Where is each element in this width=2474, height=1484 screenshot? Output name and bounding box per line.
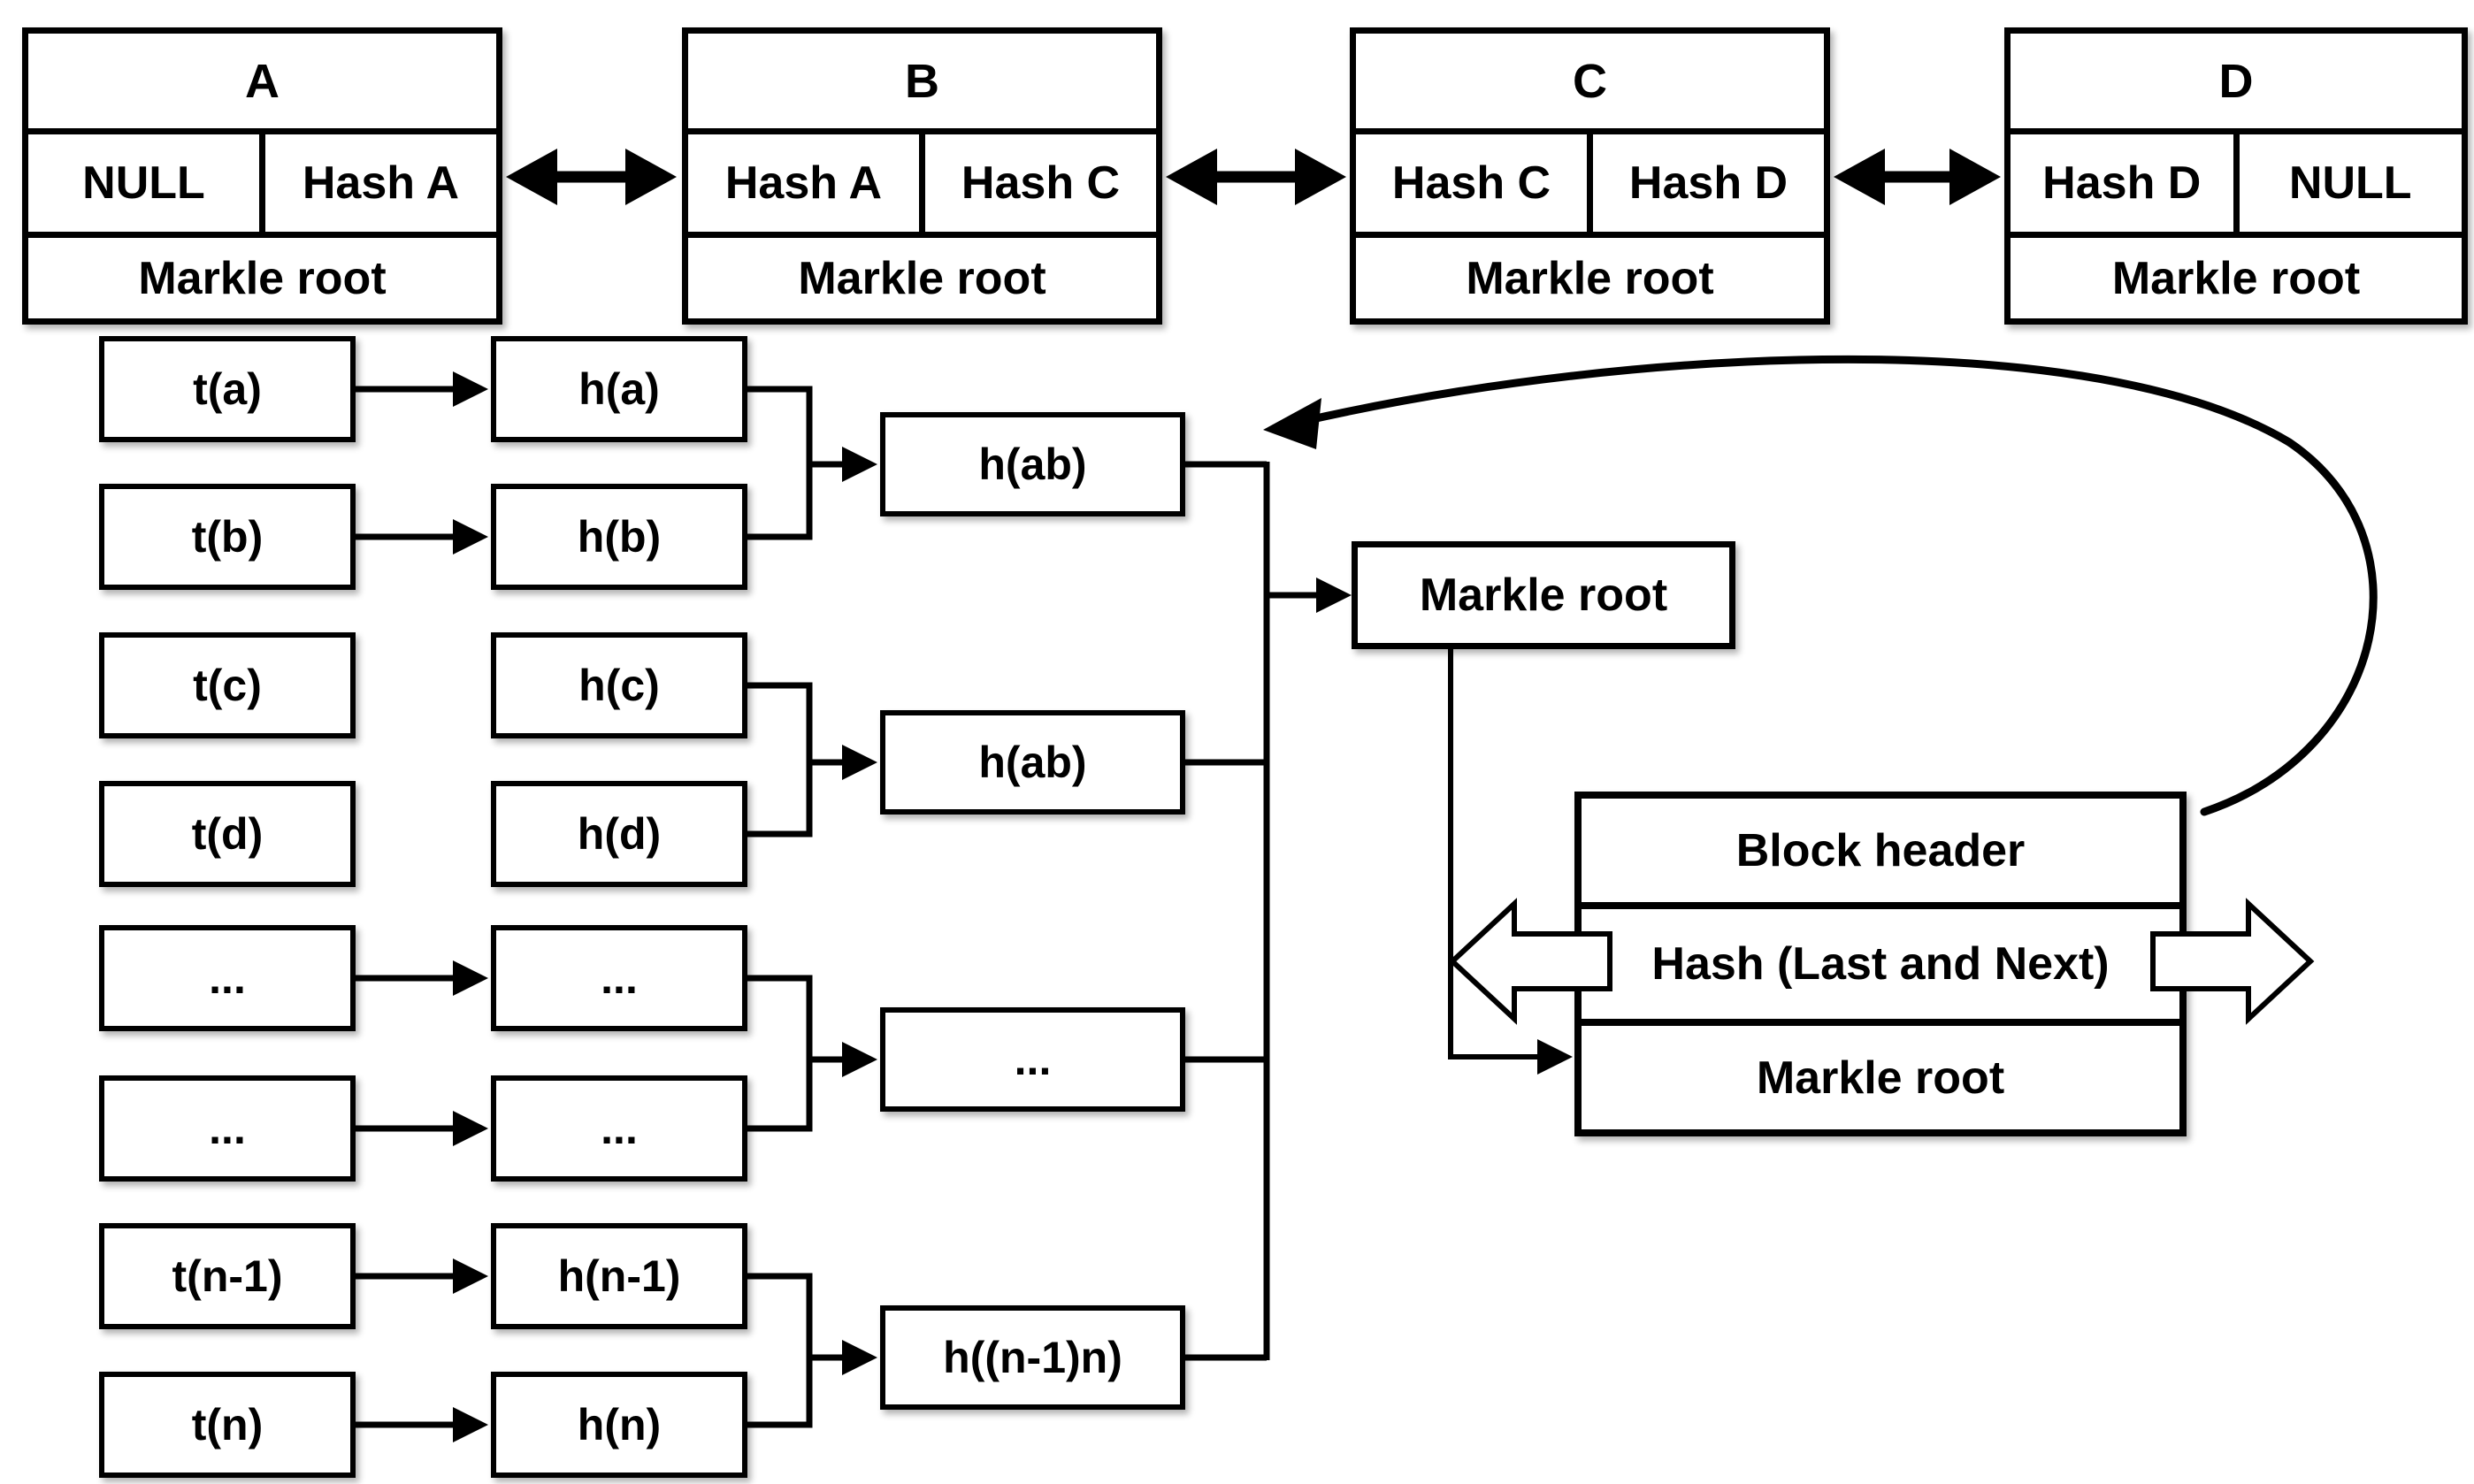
block-title: A bbox=[28, 34, 496, 134]
trunk-to-root-arrow bbox=[1267, 578, 1352, 613]
block-header-row: Block header bbox=[1582, 799, 2179, 909]
chain-block-b: B Hash A Hash C Markle root bbox=[682, 27, 1162, 325]
transaction-box: t(n) bbox=[99, 1372, 356, 1478]
next-hash-cell: Hash D bbox=[1628, 157, 1788, 209]
merkle-root-box: Markle root bbox=[1352, 541, 1735, 649]
block-title: D bbox=[2011, 34, 2462, 134]
root-to-header-connector bbox=[1448, 649, 1573, 1075]
trunk-line bbox=[1185, 461, 1270, 1361]
next-hash-cell: Hash A bbox=[302, 157, 460, 209]
transaction-box: ... bbox=[99, 925, 356, 1031]
leaf-hash-box: h(n) bbox=[491, 1372, 747, 1478]
next-hash-cell: NULL bbox=[2288, 157, 2412, 209]
leaf-hash-box: h(a) bbox=[491, 336, 747, 442]
transaction-box: t(c) bbox=[99, 632, 356, 738]
block-header-box: Block header Hash (Last and Next) Markle… bbox=[1574, 792, 2187, 1136]
prev-hash-cell: NULL bbox=[28, 134, 265, 232]
transaction-box: ... bbox=[99, 1075, 356, 1182]
leaf-hash-box: h(n-1) bbox=[491, 1223, 747, 1329]
leaf-hash-box: h(b) bbox=[491, 484, 747, 590]
chain-link-arrow bbox=[506, 149, 677, 205]
prev-hash-cell: Hash C bbox=[1356, 134, 1593, 232]
chain-link-arrow bbox=[1166, 149, 1346, 205]
transaction-box: t(a) bbox=[99, 336, 356, 442]
pair-hash-box: h((n-1)n) bbox=[880, 1305, 1185, 1410]
leaf-hash-box: h(d) bbox=[491, 781, 747, 887]
leaf-hash-box: h(c) bbox=[491, 632, 747, 738]
transaction-box: t(b) bbox=[99, 484, 356, 590]
pair-hash-box: h(ab) bbox=[880, 412, 1185, 516]
leaf-hash-box: ... bbox=[491, 925, 747, 1031]
tx-to-hash-arrow bbox=[356, 371, 488, 1442]
merkle-root-row: Markle root bbox=[1756, 1052, 2005, 1104]
merkle-root-cell: Markle root bbox=[2111, 252, 2361, 304]
merkle-root-cell: Markle root bbox=[1466, 252, 1714, 304]
pair-hash-box: ... bbox=[880, 1007, 1185, 1112]
chain-block-a: A NULL Hash A Markle root bbox=[22, 27, 502, 325]
prev-hash-cell: Hash A bbox=[688, 134, 925, 232]
hash-last-next-row: Hash (Last and Next) bbox=[1582, 909, 2179, 1026]
transaction-box: t(n-1) bbox=[99, 1223, 356, 1329]
prev-hash-cell: Hash D bbox=[2011, 134, 2240, 232]
next-hash-cell: Hash C bbox=[961, 157, 1121, 209]
merkle-root-cell: Markle root bbox=[138, 252, 387, 304]
pair-bracket bbox=[747, 386, 813, 1428]
block-title: B bbox=[688, 34, 1156, 134]
pair-arrow bbox=[809, 447, 877, 1375]
leaf-hash-box: ... bbox=[491, 1075, 747, 1182]
chain-block-d: D Hash D NULL Markle root bbox=[2004, 27, 2468, 325]
transaction-box: t(d) bbox=[99, 781, 356, 887]
merkle-root-cell: Markle root bbox=[798, 252, 1046, 304]
block-title: C bbox=[1356, 34, 1824, 134]
chain-block-c: C Hash C Hash D Markle root bbox=[1350, 27, 1830, 325]
chain-link-arrow bbox=[1834, 149, 2001, 205]
pair-hash-box: h(ab) bbox=[880, 710, 1185, 815]
